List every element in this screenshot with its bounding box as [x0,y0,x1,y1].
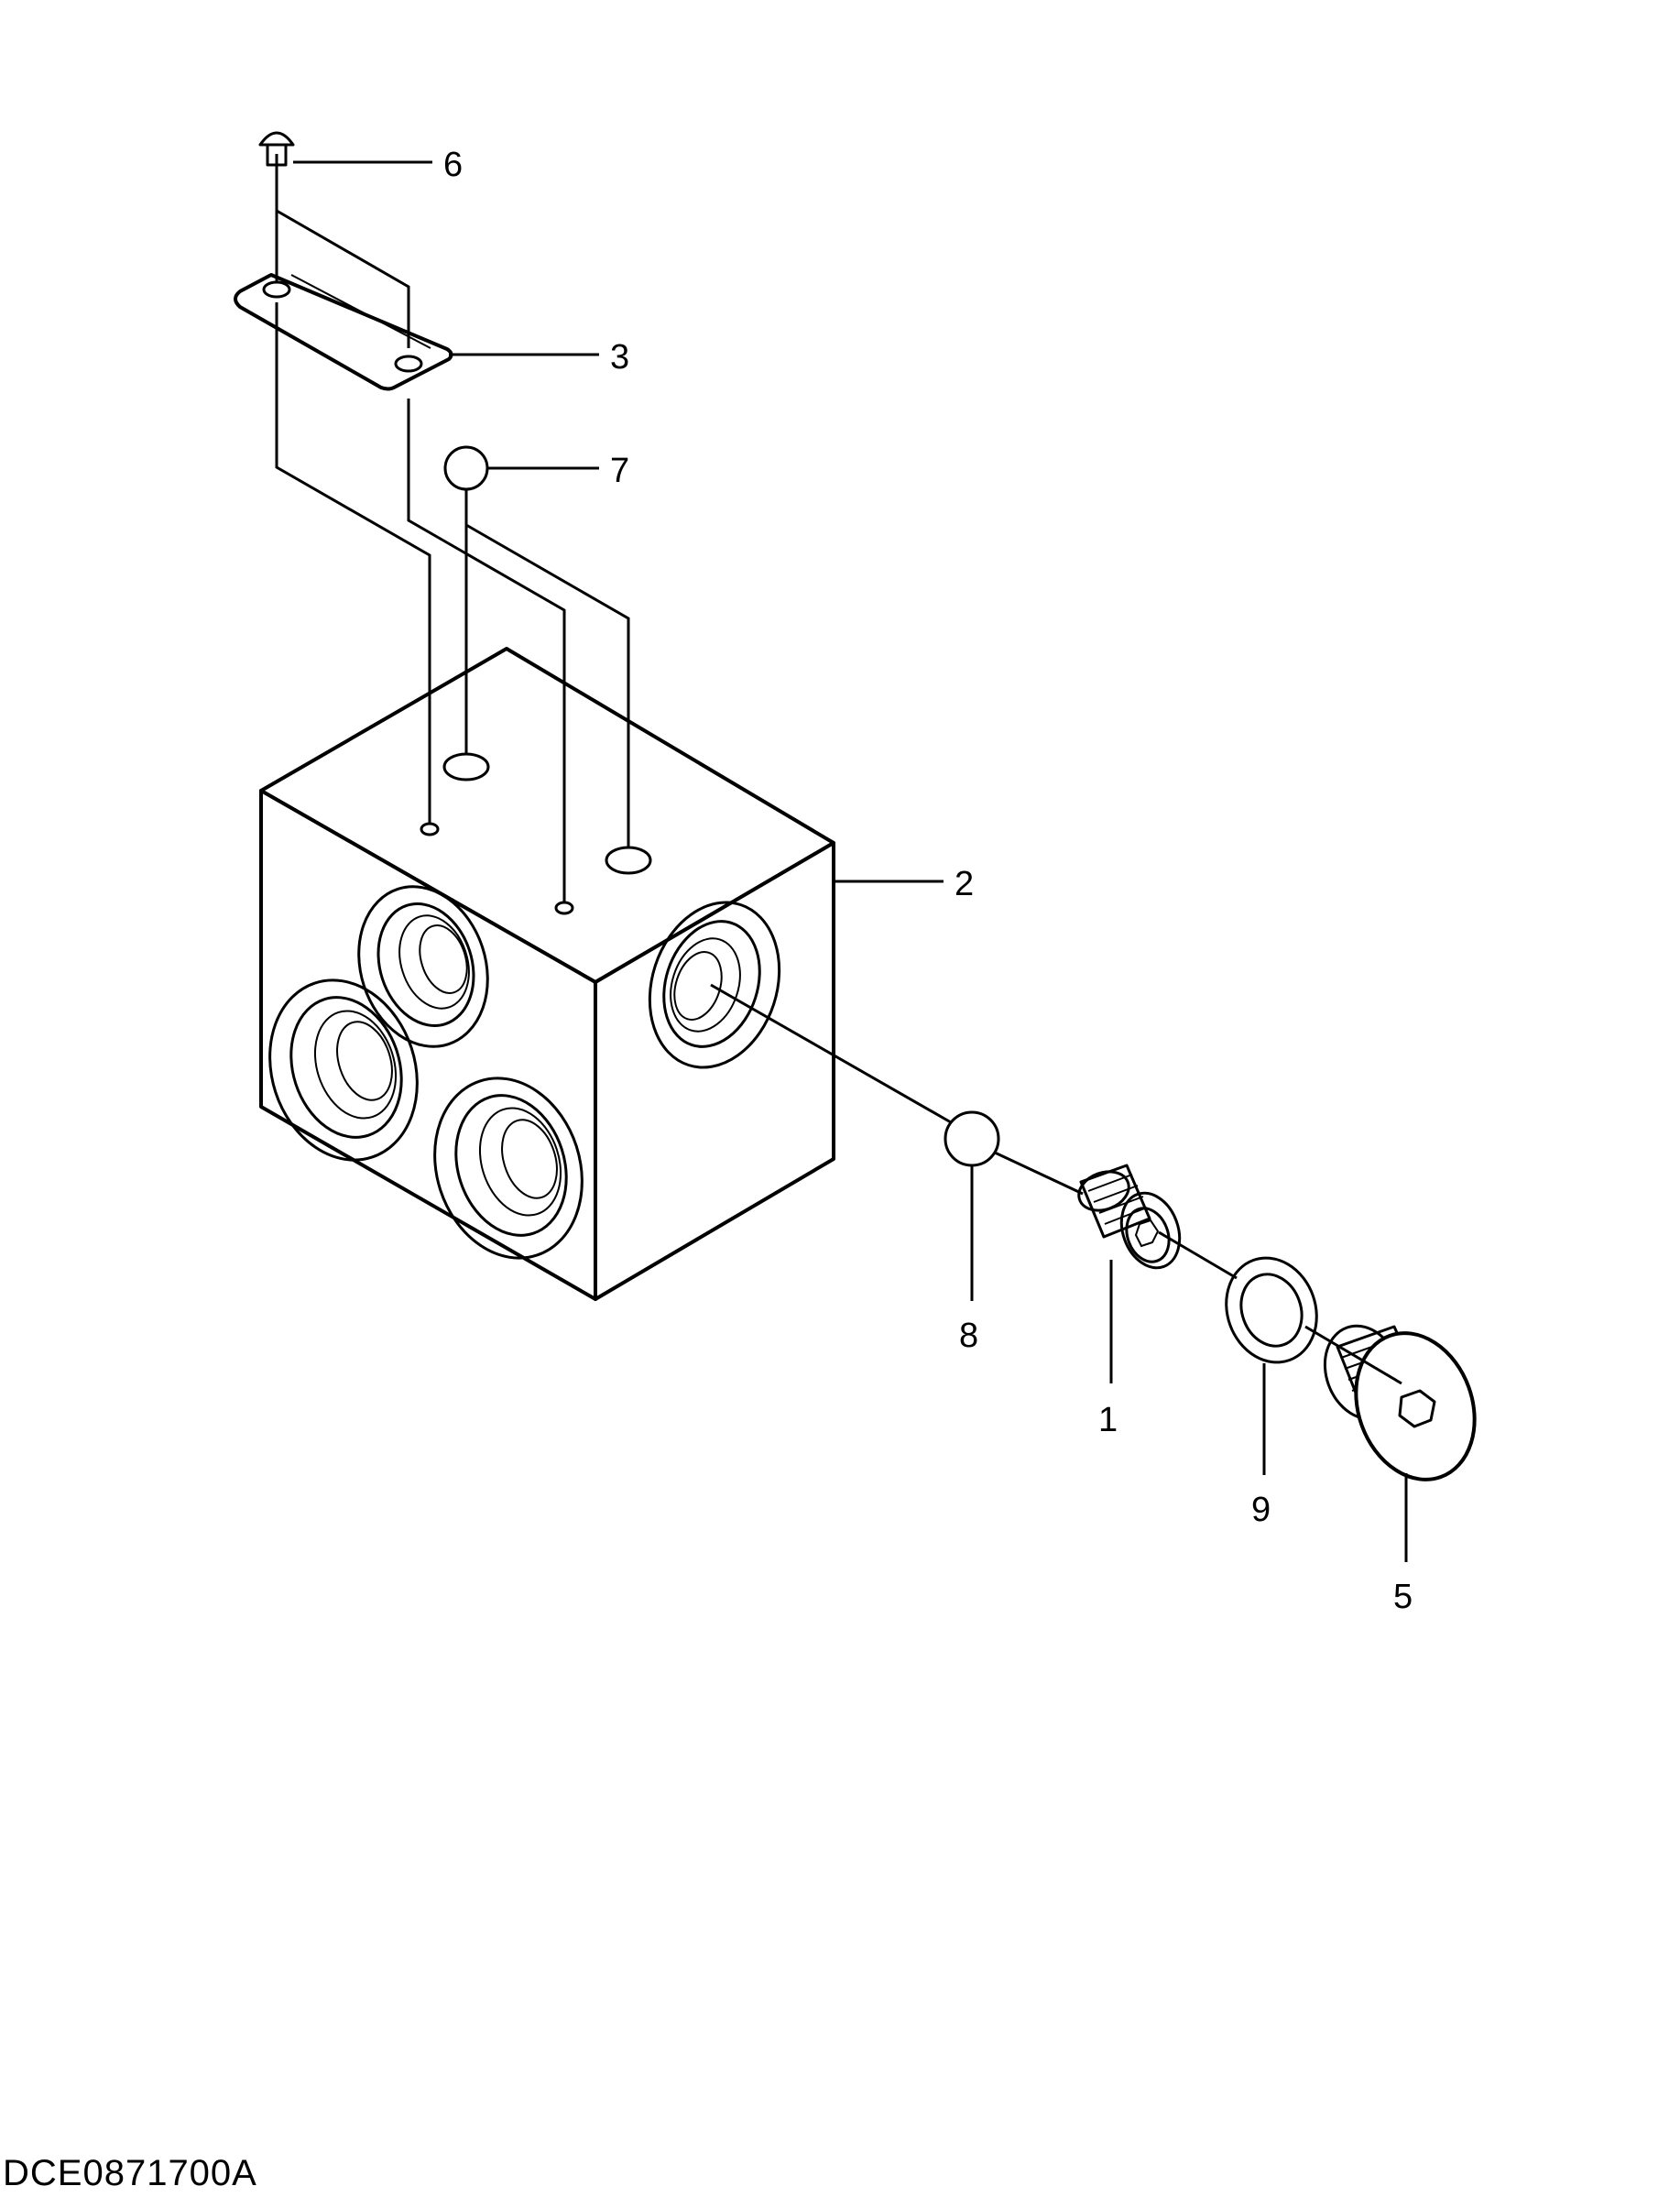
valve-block-right-face [594,841,835,1301]
callout-9: 9 [1251,1491,1271,1529]
left-face-port-lower-right [433,1077,584,1260]
callout-6: 6 [443,146,463,184]
callout-2: 2 [955,865,974,903]
left-face-port-lower-left [268,978,419,1162]
right-face-port [648,901,781,1069]
leader-lines [275,154,1408,1562]
left-face-port-upper [357,885,489,1048]
callout-8: 8 [959,1317,978,1355]
o-ring-part-8 [944,1110,1000,1167]
callout-5: 5 [1393,1578,1413,1616]
callout-7: 7 [610,452,629,490]
plate-hole-right [394,355,423,373]
plug-part-1 [1077,1164,1182,1270]
callout-labels: 6 3 7 2 8 1 9 5 [443,146,1413,1616]
washer-part-9 [1225,1256,1318,1364]
plug-part-5 [1323,1324,1477,1481]
figure-code: DCE0871700A [3,2153,257,2193]
valve-block [259,647,835,1301]
callout-3: 3 [610,338,629,377]
name-plate-part-3 [234,273,453,391]
callout-1: 1 [1098,1401,1118,1439]
o-ring-part-7 [443,445,489,491]
